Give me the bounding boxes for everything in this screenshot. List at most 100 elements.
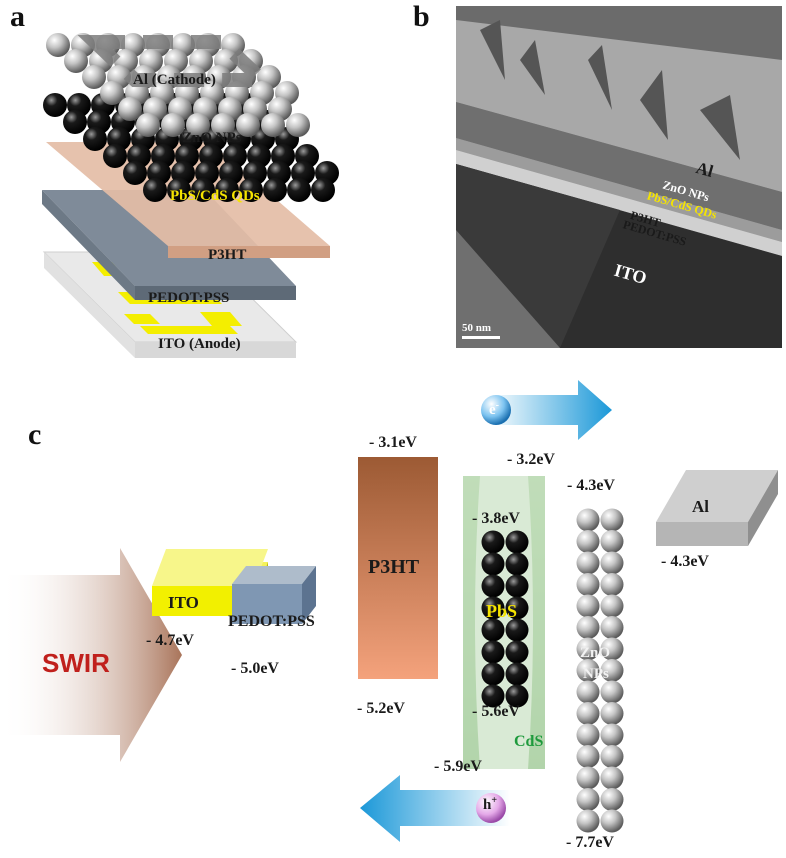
pbs-sphere <box>481 662 505 686</box>
zno-column-sphere <box>600 551 624 575</box>
swir-arrow <box>0 548 182 762</box>
pbs-sphere <box>481 530 505 554</box>
zno-column-sphere <box>576 616 600 639</box>
qd-sphere <box>63 110 87 134</box>
zno-sphere <box>118 97 142 121</box>
zno-sphere <box>161 113 185 137</box>
qd-sphere <box>143 178 167 202</box>
zno-sphere <box>286 113 310 137</box>
zno-column-sphere <box>576 809 600 833</box>
electron-ball <box>481 395 511 425</box>
zno-column-sphere <box>600 659 624 682</box>
pbs-spheres <box>481 530 529 708</box>
zno-column-sphere <box>600 530 624 553</box>
label-pbs: PbS <box>486 601 518 621</box>
p3ht-block <box>358 457 438 679</box>
pbs-sphere <box>505 662 529 686</box>
zno-column-sphere <box>576 702 600 725</box>
pbs-sphere <box>505 596 529 620</box>
qd-sphere <box>103 144 127 168</box>
zno-column-sphere <box>600 723 624 747</box>
zno-column-sphere <box>600 702 624 725</box>
zno-spheres <box>576 508 624 833</box>
ev-cds-bottom: - 5.9eV <box>434 758 482 775</box>
label-p3ht-c: P3HT <box>368 556 420 578</box>
zno-column-sphere <box>576 637 600 661</box>
zno-sphere <box>64 49 88 73</box>
qd-sphere <box>167 178 191 202</box>
zno-sphere <box>236 113 260 137</box>
zno-sphere <box>186 113 210 137</box>
ev-zno-bottom: - 7.7eV <box>566 834 614 851</box>
panel-letter-b: b <box>413 0 430 33</box>
pbs-sphere <box>481 552 505 576</box>
hole-transfer-arrow <box>360 775 510 842</box>
zno-sphere <box>261 113 285 137</box>
qd-sphere <box>239 178 263 202</box>
electron-symbol: e- <box>489 400 500 418</box>
label-p3ht-a: P3HT <box>208 247 247 263</box>
zno-column-sphere <box>600 637 624 661</box>
zno-sphere <box>100 81 124 105</box>
zno-column-sphere <box>576 508 600 532</box>
pbs-sphere <box>481 574 505 598</box>
zno-column-sphere <box>600 809 624 833</box>
qd-sphere <box>123 161 147 185</box>
zno-column-sphere <box>576 723 600 747</box>
zno-sphere <box>211 113 235 137</box>
qd-sphere <box>263 178 287 202</box>
ev-pbs-bottom: - 5.6eV <box>472 703 520 720</box>
zno-column-sphere <box>600 680 624 704</box>
label-zno-line1: ZnO <box>580 645 611 661</box>
pbs-sphere <box>481 618 505 642</box>
zno-column-sphere <box>576 573 600 596</box>
zno-column-sphere <box>576 594 600 618</box>
zno-column-sphere <box>576 788 600 811</box>
ev-pedot: - 5.0eV <box>231 660 279 677</box>
scale-bar <box>462 336 500 339</box>
zno-column-sphere <box>600 594 624 618</box>
zno-sphere <box>46 33 70 57</box>
ev-al: - 4.3eV <box>661 553 709 570</box>
label-ito-c: ITO <box>168 593 199 612</box>
zno-column-sphere <box>576 680 600 704</box>
zno-column-sphere <box>576 745 600 768</box>
ev-ito: - 4.7eV <box>146 632 194 649</box>
pbs-sphere <box>505 684 529 708</box>
panel-letter-a: a <box>10 0 25 33</box>
label-pedot-a: PEDOT:PSS <box>148 290 230 306</box>
electron-transfer-arrow <box>481 380 612 440</box>
qd-sphere <box>43 93 67 117</box>
pedot-block <box>232 566 316 624</box>
pbs-sphere <box>481 640 505 664</box>
pbs-sphere <box>505 618 529 642</box>
zno-column-sphere <box>600 573 624 596</box>
label-zno-nps-a: ZnO NPs <box>182 130 242 146</box>
hole-ball <box>476 793 506 823</box>
label-pedot-c: PEDOT:PSS <box>228 613 315 630</box>
label-pbs-cds-qds-a: PbS/CdS QDs <box>170 188 260 204</box>
pbs-sphere <box>481 596 505 620</box>
zno-column-sphere <box>576 766 600 790</box>
scale-bar-label: 50 nm <box>462 322 492 334</box>
ev-p3ht-top: - 3.1eV <box>369 434 417 451</box>
ev-zno-top: - 4.3eV <box>567 477 615 494</box>
label-al-c: Al <box>692 497 709 516</box>
pbs-sphere <box>505 552 529 576</box>
pbs-sphere <box>505 640 529 664</box>
zno-column-sphere <box>576 551 600 575</box>
pbs-sphere <box>505 530 529 554</box>
label-swir: SWIR <box>42 648 110 678</box>
zno-sphere <box>82 65 106 89</box>
label-zno-line2: NPs <box>583 666 609 682</box>
qd-sphere <box>311 178 335 202</box>
pbs-sphere <box>505 574 529 598</box>
qd-sphere <box>83 127 107 151</box>
zno-column-sphere <box>576 530 600 553</box>
ev-cds-top: - 3.2eV <box>507 451 555 468</box>
panel-letter-c: c <box>28 418 42 451</box>
panel-b-tem-image <box>456 6 782 348</box>
al-block <box>656 470 778 546</box>
qd-sphere <box>191 178 215 202</box>
